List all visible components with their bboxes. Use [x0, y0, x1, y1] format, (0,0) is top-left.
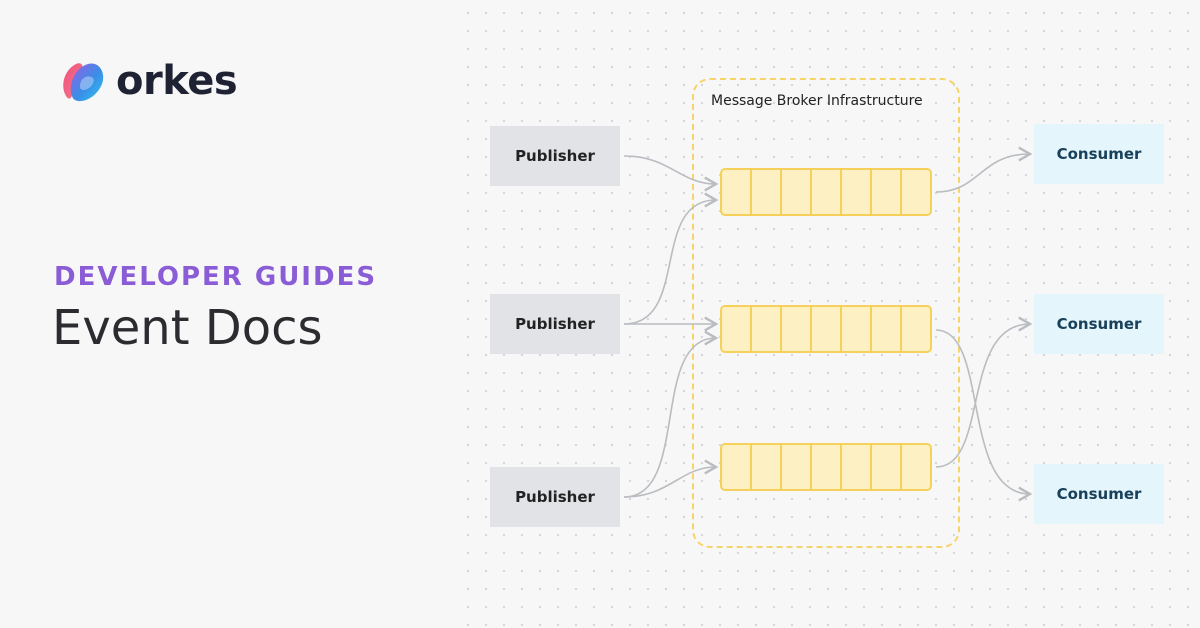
- queue-slot: [812, 170, 842, 214]
- queue-slot: [902, 307, 930, 351]
- arrow-q1-con1: [935, 146, 1033, 193]
- queue-slot: [722, 307, 752, 351]
- publisher-box: Publisher: [490, 126, 620, 186]
- publisher-box: Publisher: [490, 467, 620, 527]
- publisher-box: Publisher: [490, 294, 620, 354]
- queue-slot: [842, 170, 872, 214]
- arrow-pub1-q1: [623, 155, 719, 192]
- arrow-pub3-q3: [623, 459, 719, 498]
- orkes-logo-icon: [63, 63, 104, 102]
- queue-slot: [752, 170, 782, 214]
- queue-slot: [872, 307, 902, 351]
- queue-slot: [842, 307, 872, 351]
- queue-slot: [872, 170, 902, 214]
- arrow-pub3-q2: [623, 330, 719, 498]
- queue-slot: [872, 445, 902, 489]
- consumer-box: Consumer: [1034, 124, 1164, 184]
- arrow-pub2-q1: [623, 192, 719, 325]
- queue-slot: [782, 170, 812, 214]
- section-eyebrow: DEVELOPER GUIDES: [54, 262, 378, 292]
- queue-slot: [812, 445, 842, 489]
- page-title: Event Docs: [52, 300, 323, 356]
- queue-slot: [902, 170, 930, 214]
- queue-slot: [752, 445, 782, 489]
- queue-slot: [752, 307, 782, 351]
- arrow-q3-con2: [935, 316, 1033, 468]
- message-queue: [720, 168, 932, 216]
- broker-container: [692, 78, 960, 548]
- queue-slot: [722, 445, 752, 489]
- queue-slot: [842, 445, 872, 489]
- queue-slot: [782, 307, 812, 351]
- queue-slot: [902, 445, 930, 489]
- consumer-box: Consumer: [1034, 464, 1164, 524]
- broker-label: Message Broker Infrastructure: [711, 93, 923, 109]
- queue-slot: [812, 307, 842, 351]
- message-queue: [720, 305, 932, 353]
- queue-slot: [782, 445, 812, 489]
- brand-name: orkes: [116, 58, 238, 104]
- brand-logo[interactable]: orkes: [58, 56, 238, 106]
- arrow-q2-con3: [935, 329, 1033, 502]
- message-queue: [720, 443, 932, 491]
- queue-slot: [722, 170, 752, 214]
- consumer-box: Consumer: [1034, 294, 1164, 354]
